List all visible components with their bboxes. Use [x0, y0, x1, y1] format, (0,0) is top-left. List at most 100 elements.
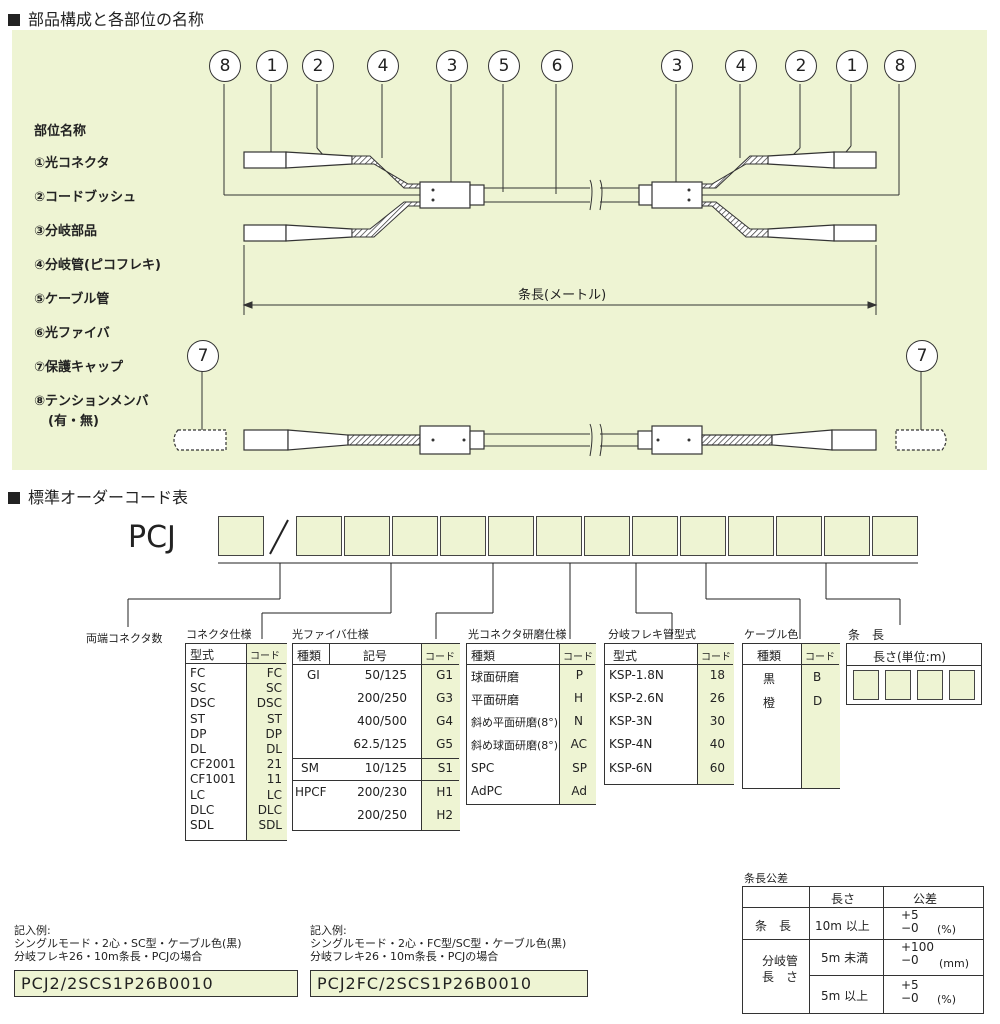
length-header: 長さ(単位:m)	[873, 650, 947, 664]
row2-unit: (mm)	[939, 957, 970, 970]
length-digit-box-4	[949, 670, 975, 700]
part-label-8-sub: (有・無)	[48, 414, 99, 429]
col-divider-1	[809, 887, 810, 1013]
table-cell-code: SC	[266, 681, 282, 696]
code-box-2	[344, 516, 390, 556]
header-kind: 種類	[757, 649, 782, 663]
cell-code: 30	[709, 714, 725, 728]
part-label-6: ⑥光ファイバ	[34, 326, 110, 341]
cell-type: KSP-1.8N	[609, 668, 664, 682]
header-length: 長さ	[831, 892, 856, 906]
table-row: DLC	[190, 802, 215, 817]
parts-heading: 部位名称	[34, 124, 87, 139]
example2-text: 記入例: シングルモード・2心・FC型/SC型・ケーブル色(黒) 分岐フレキ26…	[310, 924, 566, 963]
cell-symbol: 200/250	[357, 808, 407, 822]
header-tol: 公差	[913, 892, 938, 906]
code-column-bg	[801, 644, 840, 788]
table-row: CF1001	[190, 772, 236, 787]
table-row: LC	[190, 787, 206, 802]
code-box-13	[872, 516, 918, 556]
slash-separator	[269, 519, 289, 555]
part-label-5: ⑤ケーブル管	[34, 292, 110, 307]
part-label-4: ④分岐管(ピコフレキ)	[34, 258, 161, 273]
header-code: コード	[805, 652, 835, 663]
group-label-flex: 分岐フレキ管型式	[608, 628, 696, 641]
cell-code: H	[573, 691, 583, 705]
cell-symbol: 10/125	[364, 761, 407, 775]
table-row: FC	[190, 666, 206, 680]
code-box-1	[296, 516, 342, 556]
table-row: SC	[190, 681, 206, 696]
example-line: シングルモード・2心・FC型/SC型・ケーブル色(黒)	[310, 937, 567, 950]
code-box-4	[440, 516, 486, 556]
row2-item: 分岐管 長 さ	[761, 954, 798, 984]
row1-tol: +5 −0	[901, 908, 919, 935]
section-title-parts: 部品構成と各部位の名称	[8, 6, 204, 30]
cell-kind: GI	[307, 668, 320, 682]
color-row-orange: 橙	[763, 696, 776, 710]
callout-4-left: 4	[367, 50, 399, 82]
length-label: 条長(メートル)	[514, 284, 611, 303]
col-divider-2	[883, 887, 884, 1013]
table-cell-code: SDL	[258, 818, 282, 833]
callout-1-left: 1	[256, 50, 288, 82]
header-code: コード	[701, 652, 731, 663]
example-head: 記入例:	[310, 924, 347, 937]
cell-code: AC	[570, 737, 587, 751]
row1-unit: (%)	[937, 923, 957, 936]
table-cell-code: DSC	[256, 696, 282, 711]
callout-8-left: 8	[209, 50, 241, 82]
part-label-1: ①光コネクタ	[34, 156, 110, 171]
example1-code: PCJ2/2SCS1P26B0010	[14, 970, 298, 997]
part-label-7: ⑦保護キャップ	[34, 360, 124, 375]
connector-table: 型式 コード FC SC DSC ST DP DL CF2001 CF1001 …	[185, 643, 287, 841]
callout-8-right: 8	[884, 50, 916, 82]
cell-kind: 平面研磨	[471, 693, 520, 707]
cell-code: Ad	[571, 784, 587, 798]
header-code: コード	[425, 652, 455, 663]
cell-code: 60	[709, 761, 725, 775]
table-cell-code: FC	[266, 666, 282, 680]
cell-type: KSP-6N	[609, 761, 653, 775]
cell-code: P	[575, 668, 583, 682]
cell-code: 40	[709, 737, 725, 751]
table-row: 400/500 G4	[293, 714, 459, 736]
code-box-9	[680, 516, 726, 556]
row3-tol: +5 −0	[901, 978, 919, 1005]
table-cell-code: DLC	[257, 802, 282, 817]
example-head: 記入例:	[14, 924, 51, 937]
cell-kind: SPC	[471, 761, 495, 775]
cable-diagram	[173, 84, 947, 457]
code-column-bg	[246, 644, 287, 840]
length-digit-box-1	[853, 670, 879, 700]
color-code-orange: D	[813, 694, 823, 708]
cell-type: KSP-3N	[609, 714, 653, 728]
cell-symbol: 400/500	[357, 714, 407, 728]
cell-code: G5	[436, 737, 453, 751]
cell-code: 18	[709, 668, 725, 682]
length-table: 長さ(単位:m)	[846, 643, 982, 705]
cell-kind: 斜め平面研磨(8°)	[471, 716, 559, 729]
code-box-6	[536, 516, 582, 556]
header-kind: 種類	[471, 649, 496, 663]
header-type: 型式	[613, 649, 638, 663]
header-divider	[467, 664, 595, 665]
code-column-bg	[697, 644, 734, 784]
cell-code: G4	[436, 714, 453, 728]
table-row: CF2001	[190, 757, 236, 772]
header-code: コード	[250, 651, 280, 662]
callout-1-right: 1	[836, 50, 868, 82]
example2-code: PCJ2FC/2SCS1P26B0010	[310, 970, 588, 997]
header-divider	[847, 665, 981, 666]
cell-code: H2	[436, 808, 453, 822]
cell-kind: HPCF	[295, 785, 327, 799]
section-title-text: 標準オーダーコード表	[28, 488, 189, 507]
sm-divider-top	[293, 758, 459, 759]
table-cell-code: DP	[265, 726, 282, 741]
callout-6: 6	[541, 50, 573, 82]
group-label-count: 両端コネクタ数	[86, 632, 163, 645]
cell-type: KSP-2.6N	[609, 691, 664, 705]
